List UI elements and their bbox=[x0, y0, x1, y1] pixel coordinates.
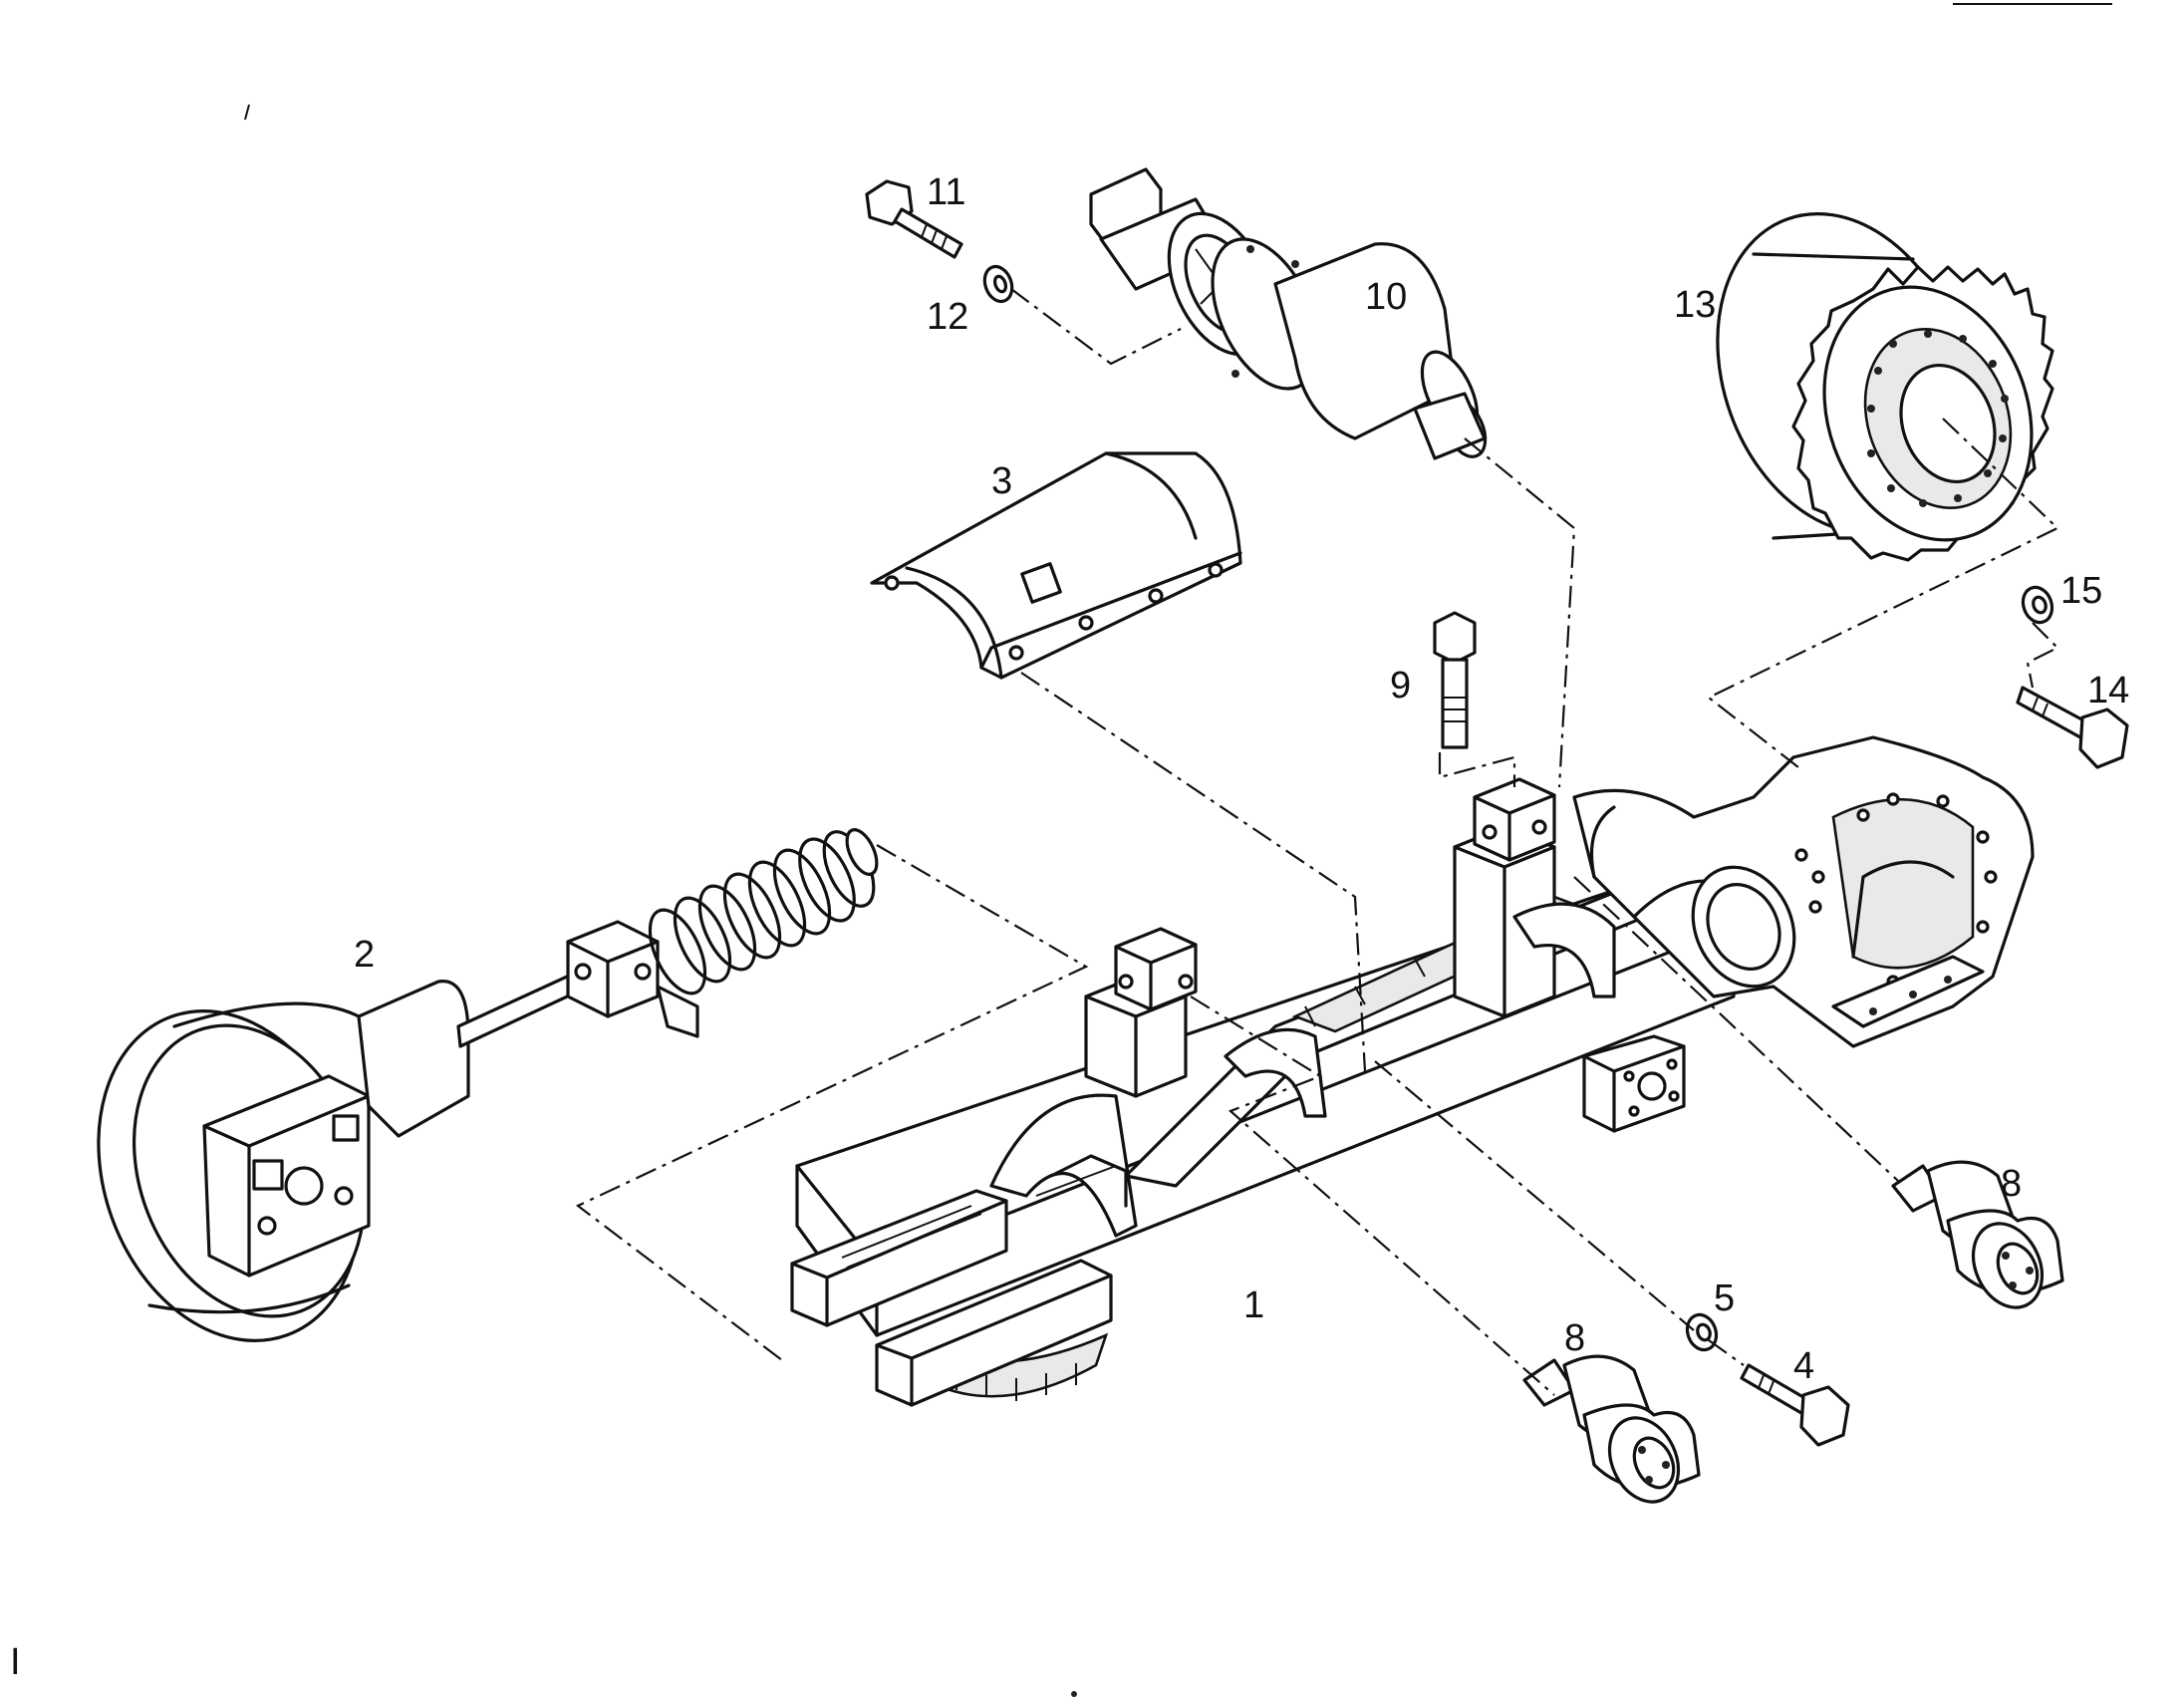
callout-13: 13 bbox=[1674, 284, 1716, 326]
washer-12-part bbox=[982, 264, 1014, 304]
callout-1: 1 bbox=[1243, 1284, 1264, 1326]
callout-15: 15 bbox=[2060, 570, 2102, 612]
callout-9: 9 bbox=[1390, 665, 1411, 707]
callout-2: 2 bbox=[354, 934, 375, 976]
track-roller-left-part bbox=[1522, 1354, 1701, 1504]
washer-15-part bbox=[2021, 585, 2054, 625]
assembly-leader-lines bbox=[575, 288, 2059, 1396]
track-roller-right-part bbox=[1891, 1160, 2064, 1309]
bolt-9-part bbox=[1433, 611, 1477, 749]
idler-assembly-part bbox=[97, 828, 879, 1342]
callout-5: 5 bbox=[1714, 1278, 1735, 1319]
track-frame-part bbox=[790, 735, 2035, 1407]
stray-dot bbox=[1071, 1691, 1077, 1697]
stray-tick bbox=[244, 104, 250, 121]
callout-8-left: 8 bbox=[1564, 1317, 1585, 1359]
callout-11: 11 bbox=[927, 171, 965, 213]
margin-mark: I bbox=[10, 1641, 21, 1683]
callout-12: 12 bbox=[927, 296, 968, 338]
callout-14: 14 bbox=[2087, 670, 2129, 711]
bolt-4-part bbox=[1740, 1363, 1850, 1447]
callout-8-right: 8 bbox=[2001, 1163, 2022, 1205]
sprocket-part bbox=[1716, 212, 2054, 562]
callout-3: 3 bbox=[991, 460, 1012, 502]
callout-10: 10 bbox=[1365, 276, 1407, 318]
carrier-roller-shaft-part bbox=[1089, 167, 1488, 460]
cover-plate-part bbox=[870, 451, 1242, 680]
callout-4: 4 bbox=[1793, 1345, 1814, 1387]
bolt-14-part bbox=[2016, 686, 2129, 769]
bolt-11-part bbox=[865, 179, 963, 259]
